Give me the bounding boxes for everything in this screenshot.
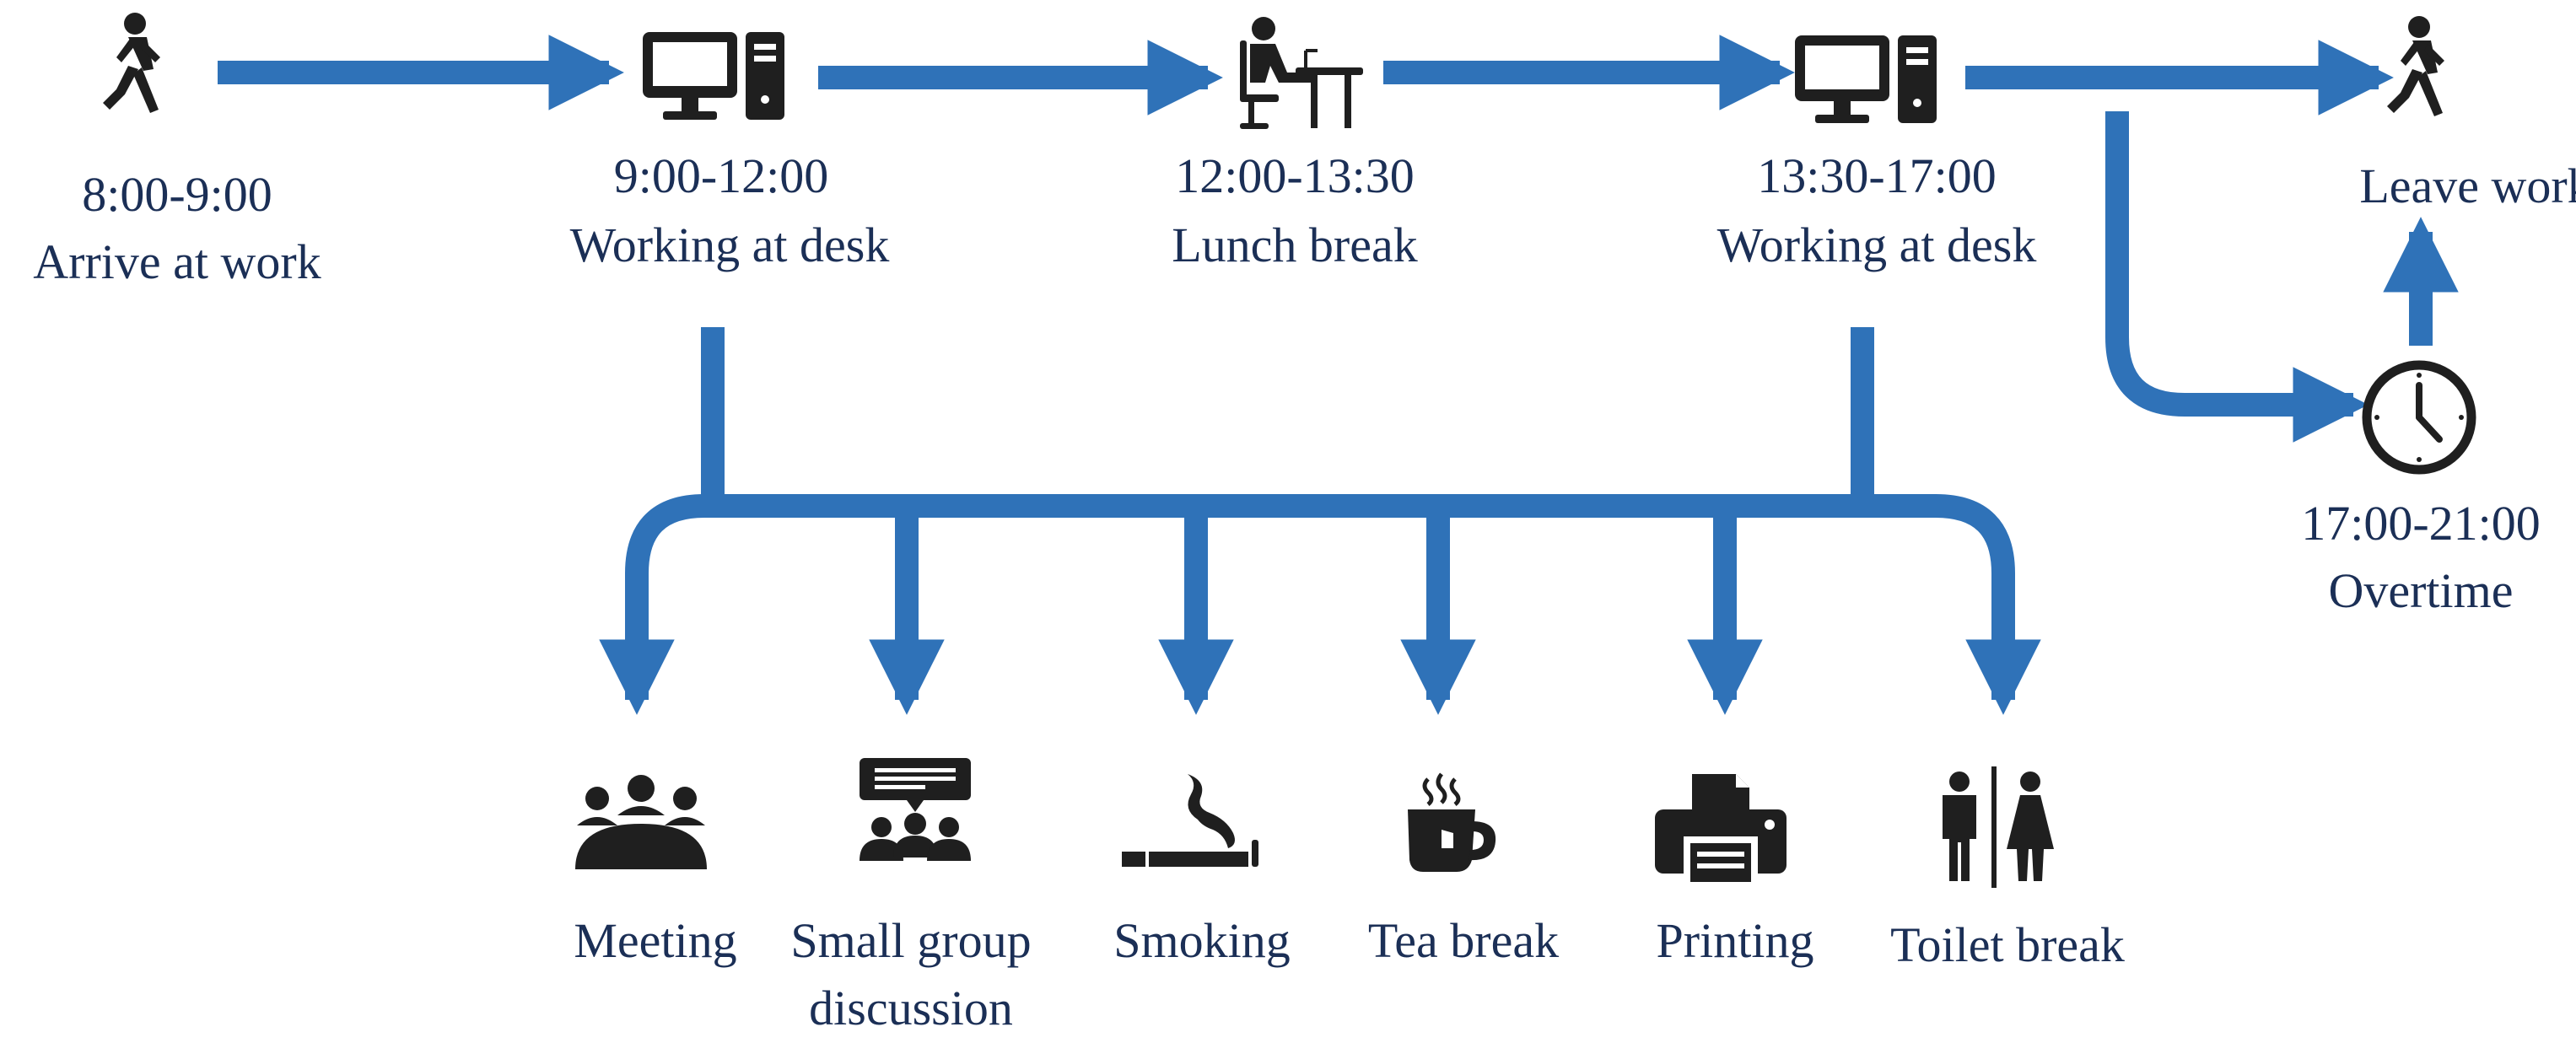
cigarette-icon — [1122, 774, 1258, 867]
walking-person-icon — [103, 13, 160, 113]
activity-label-work-afternoon: Working at desk — [1717, 218, 2037, 272]
arrow-work2-to-overtime — [2105, 111, 2369, 443]
desktop-computer-icon — [643, 32, 784, 120]
time-label-work-afternoon: 13:30-17:00 — [1757, 148, 1997, 203]
walking-person-icon — [2387, 16, 2444, 116]
desktop-computer-icon — [1795, 35, 1937, 123]
break-labels: Meeting Small group discussion Smoking T… — [574, 913, 2125, 1035]
printer-icon — [1655, 774, 1786, 884]
activity-label-overtime: Overtime — [2328, 563, 2513, 618]
break-label-smoking: Smoking — [1113, 913, 1291, 968]
person-at-desk-icon — [1240, 17, 1363, 129]
break-label-meeting: Meeting — [574, 913, 736, 968]
clock-icon — [2362, 360, 2476, 475]
branch-bus — [625, 494, 2015, 651]
timeline-labels: 8:00-9:00 Arrive at work 9:00-12:00 Work… — [33, 148, 2576, 618]
time-label-arrive: 8:00-9:00 — [82, 167, 272, 222]
activity-label-arrive: Arrive at work — [33, 234, 321, 289]
meeting-icon — [575, 775, 707, 869]
activity-label-leave: Leave work — [2359, 159, 2576, 213]
break-label-tea: Tea break — [1368, 913, 1559, 968]
time-label-lunch: 12:00-13:30 — [1175, 148, 1415, 203]
break-label-group-discussion: Small group — [790, 913, 1031, 968]
break-label-printing: Printing — [1657, 913, 1814, 968]
tea-cup-icon — [1408, 772, 1496, 872]
activity-label-lunch: Lunch break — [1172, 218, 1417, 272]
time-label-work-morning: 9:00-12:00 — [614, 148, 829, 203]
toilet-icon — [1943, 766, 2054, 888]
connector-arrows — [218, 35, 2459, 715]
group-discussion-icon — [860, 758, 971, 861]
break-label-toilet: Toilet break — [1890, 917, 2125, 972]
time-label-overtime: 17:00-21:00 — [2301, 496, 2541, 551]
break-label-group-discussion-line2: discussion — [809, 981, 1013, 1035]
activity-label-work-morning: Working at desk — [570, 218, 890, 272]
